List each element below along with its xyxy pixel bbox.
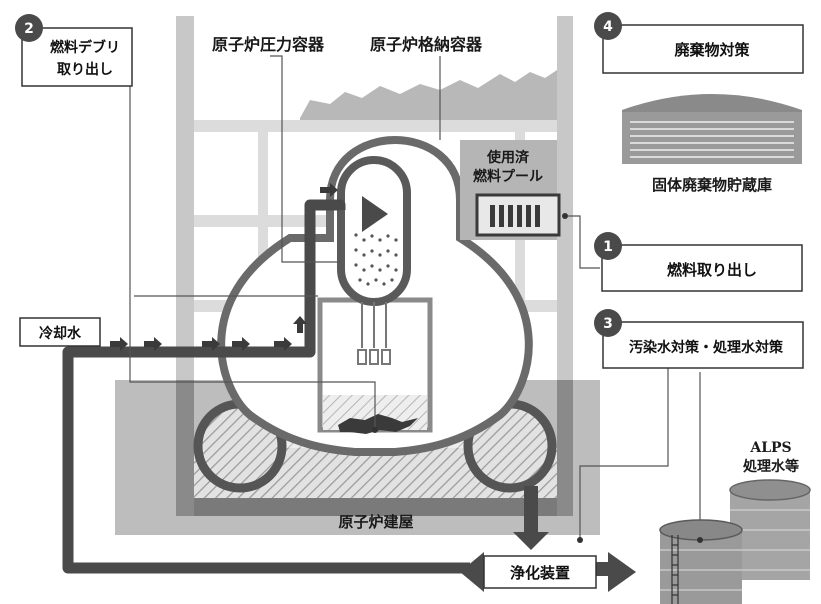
control-rod-drives bbox=[357, 302, 391, 365]
tank-back-bands bbox=[730, 509, 810, 571]
fuel-assemblies bbox=[490, 205, 540, 227]
alps-label-1: ALPS bbox=[749, 440, 791, 456]
rpv-shell bbox=[337, 156, 411, 306]
debris-rubble bbox=[300, 70, 557, 120]
callout-2-badge bbox=[15, 14, 43, 42]
purification-right-arrow bbox=[608, 552, 636, 592]
drain-arrow bbox=[513, 532, 549, 550]
callout-2-text-1: 燃料デブリ bbox=[50, 39, 120, 56]
callout-2: 2 燃料デブリ 取り出し bbox=[15, 14, 133, 87]
tank-front-ladder bbox=[671, 535, 679, 604]
callout-1: 1 燃料取り出し bbox=[594, 232, 803, 292]
storage-slats bbox=[630, 121, 794, 158]
spent-fuel-pool-label-2: 燃料プール bbox=[473, 168, 543, 185]
reactor-pressure-vessel bbox=[337, 156, 411, 365]
cooling-water-label: 冷却水 bbox=[39, 325, 82, 342]
purification-device-label: 浄化装置 bbox=[510, 564, 570, 582]
callout-4-number: 4 bbox=[603, 19, 613, 35]
flow-arrows bbox=[110, 183, 338, 351]
cooling-pipe bbox=[62, 199, 470, 574]
callout-1-badge bbox=[594, 232, 622, 260]
fuel-debris bbox=[338, 414, 418, 434]
solid-waste-storage-building: 固体廃棄物貯蔵庫 bbox=[622, 94, 802, 194]
leader-dot-fuel-pool bbox=[562, 213, 568, 219]
purification-left-arrow bbox=[460, 552, 484, 592]
cooling-water-loop bbox=[62, 199, 470, 574]
label-reactor-building: 原子炉建屋 bbox=[338, 513, 413, 531]
drain-pipe bbox=[524, 486, 538, 534]
water-spray bbox=[354, 233, 398, 286]
spent-fuel-pool: 使用済 燃料プール bbox=[460, 140, 561, 240]
solid-waste-storage-label: 固体廃棄物貯蔵庫 bbox=[652, 176, 772, 194]
building-left-wall-lower bbox=[176, 380, 194, 516]
leader-lines bbox=[129, 55, 701, 540]
alps-label-2: 処理水等 bbox=[742, 458, 799, 475]
purification-device-box: 浄化装置 bbox=[483, 555, 597, 589]
building-right-wall-lower bbox=[557, 380, 573, 516]
callout-4-text: 廃棄物対策 bbox=[674, 41, 750, 59]
callout-4: 4 廃棄物対策 bbox=[594, 12, 804, 74]
label-primary-containment: 原子炉格納容器 bbox=[370, 35, 483, 54]
leader-dot-tank bbox=[697, 537, 703, 543]
spent-fuel-pool-label-1: 使用済 bbox=[486, 149, 530, 166]
callout-2-number: 2 bbox=[24, 21, 34, 37]
leader-dot-purification bbox=[577, 537, 583, 543]
alps-treated-water-tanks: ALPS 処理水等 bbox=[659, 440, 811, 604]
callout-3-text: 汚染水対策・処理水対策 bbox=[629, 339, 784, 356]
purification-right-pipe bbox=[596, 562, 610, 576]
cooling-water-label-box: 冷却水 bbox=[19, 317, 101, 347]
label-reactor-pressure-vessel: 原子炉圧力容器 bbox=[212, 35, 325, 54]
callout-1-text: 燃料取り出し bbox=[667, 261, 757, 279]
callout-4-badge bbox=[594, 12, 622, 40]
callout-3-number: 3 bbox=[603, 316, 613, 332]
callout-2-text-2: 取り出し bbox=[57, 61, 113, 78]
callout-1-number: 1 bbox=[603, 239, 613, 255]
leader-dot-debris bbox=[372, 427, 378, 433]
pipe-inlet-arrow bbox=[362, 196, 388, 232]
callout-3: 3 汚染水対策・処理水対策 bbox=[594, 309, 804, 369]
tank-back-top bbox=[729, 479, 811, 501]
tank-back-body bbox=[730, 490, 810, 580]
tank-front-bands bbox=[660, 549, 742, 591]
callout-3-badge bbox=[594, 309, 622, 337]
basement-floor bbox=[176, 498, 573, 516]
storage-body bbox=[622, 112, 802, 164]
